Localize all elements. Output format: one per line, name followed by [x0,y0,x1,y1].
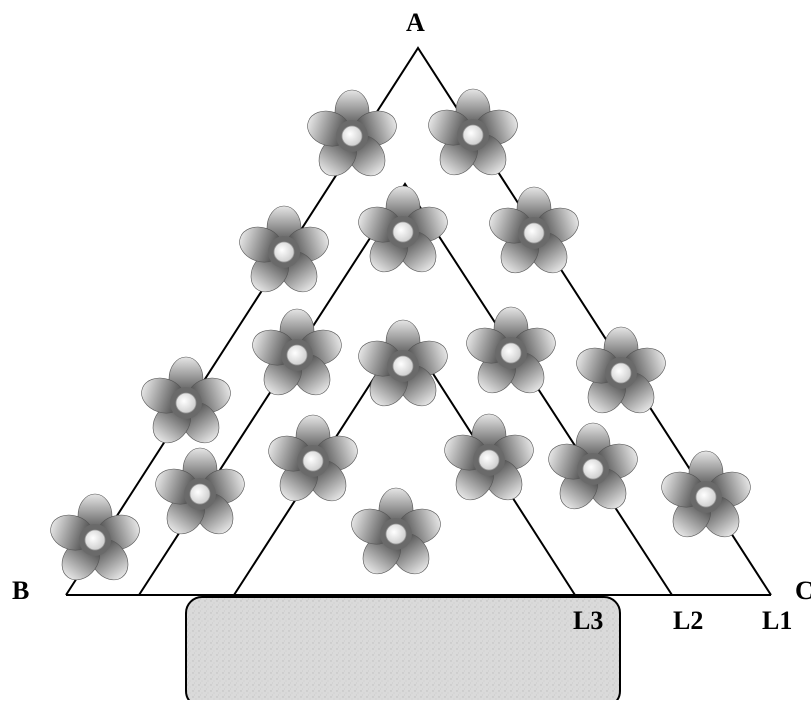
flower-icon [353,319,453,414]
flower-icon [234,205,334,300]
line-label-l3: L3 [573,606,604,635]
flower-icon [656,450,756,545]
line-label-l1: L1 [762,606,793,635]
flower-icon [150,447,250,542]
flower-icon [302,89,402,184]
vertex-label-c: C [795,576,811,605]
flower-icon [136,356,236,451]
vertex-label-b: B [12,576,30,605]
line-label-l2: L2 [673,606,704,635]
flower-icon [423,88,523,183]
flower-icon [353,185,453,280]
base-container [185,596,621,705]
flower-icon [461,306,561,401]
flower-icon [247,308,347,403]
flower-icon [484,186,584,281]
flower-icon [45,493,145,588]
flower-icon [571,326,671,421]
flower-icon [439,413,539,508]
flower-icon [543,422,643,517]
flower-icon [263,414,363,509]
vertex-label-a: A [406,8,425,37]
flower-icon [346,487,446,582]
